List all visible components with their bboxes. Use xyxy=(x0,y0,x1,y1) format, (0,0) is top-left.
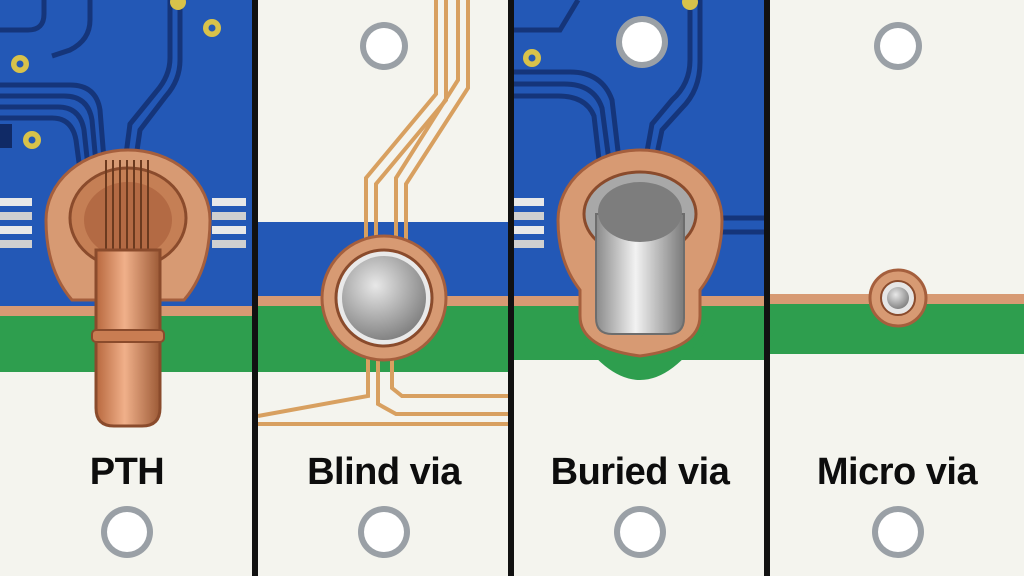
panel-label-buried-via: Buried via xyxy=(550,450,730,493)
smd-pad-stack-left xyxy=(514,198,544,248)
panel-divider xyxy=(508,0,514,576)
small-pad xyxy=(23,131,41,149)
mounting-hole-icon xyxy=(101,506,153,558)
panel-label-micro-via: Micro via xyxy=(816,450,978,493)
top-mounting-hole-inner xyxy=(880,28,916,64)
micro-via-hole xyxy=(887,287,909,309)
smd-pad-stack-left xyxy=(0,198,32,248)
panel-blind-via xyxy=(257,0,510,576)
top-mounting-hole-inner xyxy=(366,28,402,64)
small-pad xyxy=(203,19,221,37)
small-pad xyxy=(523,49,541,67)
panel-label-blind-via: Blind via xyxy=(307,450,461,493)
panel-label-pth: PTH xyxy=(89,450,165,493)
small-pad xyxy=(11,55,29,73)
routing-traces xyxy=(514,0,766,235)
buried-via-silver-barrel xyxy=(595,213,685,335)
routing-traces xyxy=(0,0,183,186)
mounting-hole-icon xyxy=(872,506,924,558)
panel-divider xyxy=(252,0,258,576)
panel-divider xyxy=(764,0,770,576)
top-mounting-hole-inner xyxy=(622,22,662,62)
dark-ground-strip xyxy=(0,124,12,148)
routed-traces xyxy=(364,0,470,244)
panel-buried-via xyxy=(514,0,766,576)
buried-via-opening xyxy=(598,182,682,242)
small-pad xyxy=(170,0,186,10)
mounting-hole-icon xyxy=(614,506,666,558)
mounting-hole-icon xyxy=(358,506,410,558)
panel-micro-via xyxy=(770,0,1024,576)
barrel-collar xyxy=(91,329,165,343)
green-bulge xyxy=(574,330,706,380)
lower-traces xyxy=(257,344,510,426)
smd-pad-stack-right xyxy=(212,198,246,248)
panel-pth xyxy=(0,0,254,576)
small-pad xyxy=(682,0,698,10)
blind-via-plating xyxy=(342,256,426,340)
